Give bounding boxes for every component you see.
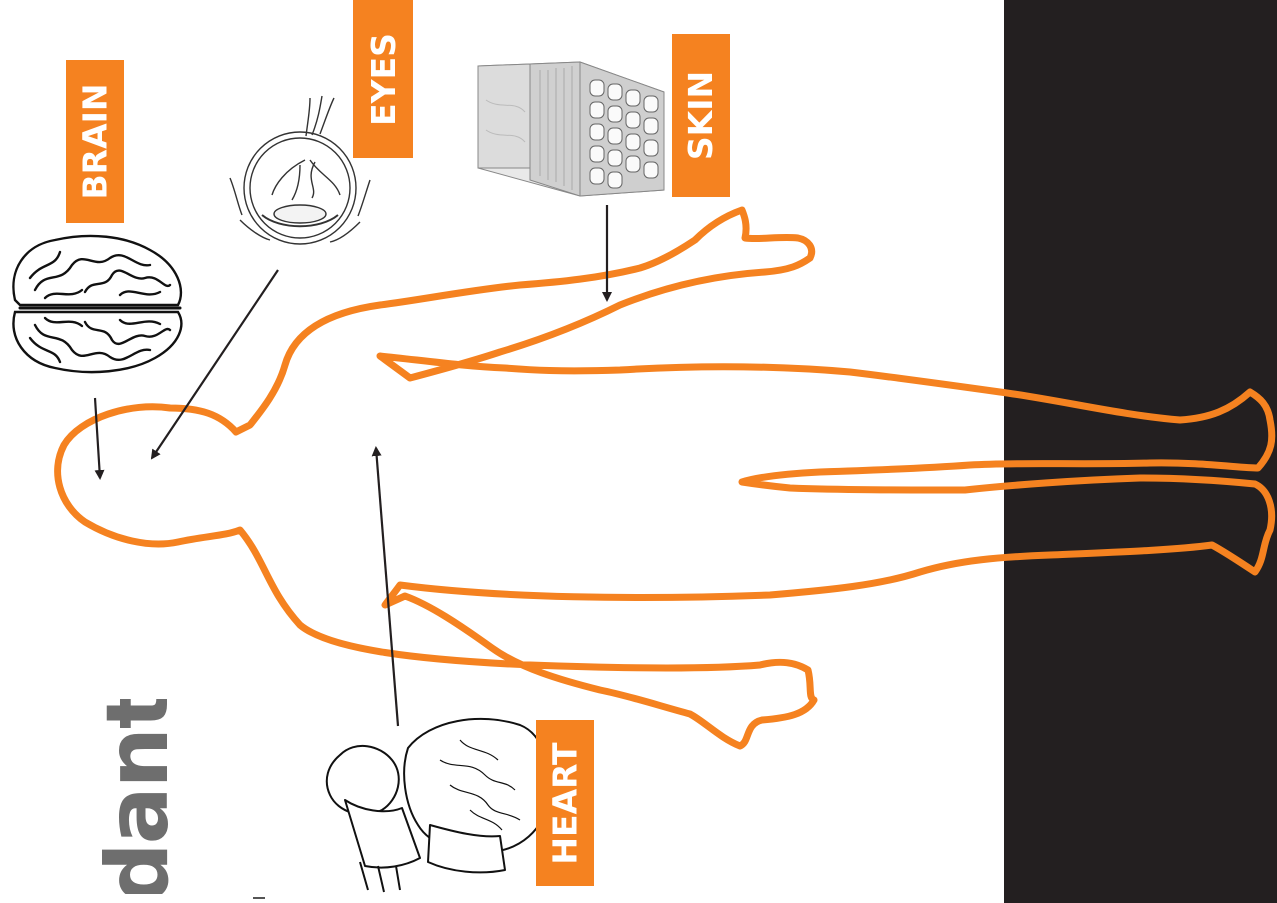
skin-layers-illustration [478,62,664,196]
body-outline [58,210,1272,746]
skin-label-text: SKIN [685,71,718,160]
eyes-label: EYES [353,0,413,158]
skin-label: SKIN [672,34,730,197]
brand-underline-mark [253,897,265,899]
brain-illustration [13,236,181,372]
brain-label: BRAIN [66,60,124,223]
eyes-label-text: EYES [367,33,400,126]
heart-label-text: HEART [549,742,582,864]
eye-cross-section-illustration [230,96,370,244]
heart-illustration [327,719,549,892]
brain-label-text: BRAIN [79,84,112,200]
brand-word-fragment: dant [88,699,188,894]
heart-label: HEART [536,720,594,886]
arrow-brain-to-head [95,398,100,478]
brand-word-text: dant [95,699,181,894]
